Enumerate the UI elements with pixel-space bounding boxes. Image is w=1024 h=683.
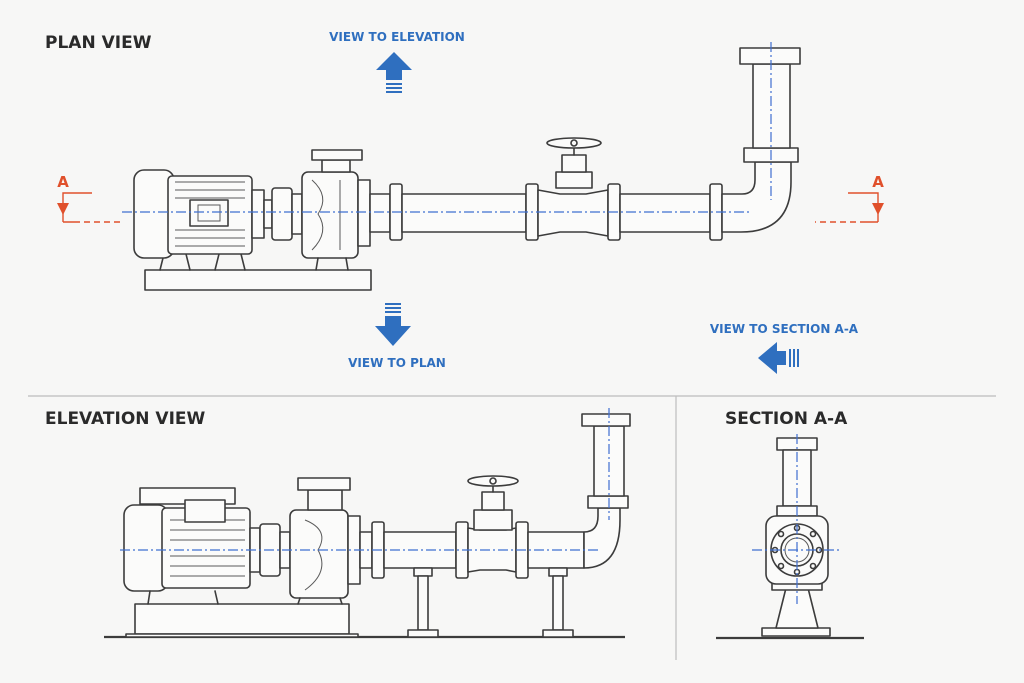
plan-pump: [301, 149, 371, 271]
view-to-elevation-label: VIEW TO ELEVATION: [329, 30, 465, 44]
view-to-section-nav[interactable]: VIEW TO SECTION A-A: [710, 322, 859, 374]
elevation-motor: [123, 487, 261, 605]
view-to-plan-label: VIEW TO PLAN: [348, 356, 446, 370]
elevation-baseplate: [134, 603, 350, 635]
elevation-view-title: ELEVATION VIEW: [45, 409, 206, 429]
section-a-a-view: [716, 434, 864, 640]
cut-letter-right: A: [872, 173, 884, 191]
elevation-elbow: [583, 507, 621, 569]
elevation-pump: [289, 477, 361, 605]
plan-elbow: [721, 161, 792, 233]
view-to-section-label: VIEW TO SECTION A-A: [710, 322, 859, 336]
plan-motor: [133, 169, 265, 259]
arrow-left-icon: [758, 342, 786, 374]
arrow-down-icon: [375, 316, 411, 346]
plan-gate-valve: [525, 137, 621, 241]
view-to-plan-nav[interactable]: VIEW TO PLAN: [348, 303, 446, 370]
section-view-title: SECTION A-A: [725, 409, 848, 429]
plan-baseplate: [144, 269, 372, 291]
plan-coupling: [263, 187, 303, 241]
view-to-elevation-nav[interactable]: VIEW TO ELEVATION: [329, 30, 465, 93]
plan-view-title: PLAN VIEW: [45, 33, 152, 53]
pipe-support-2: [542, 567, 574, 638]
elevation-view: [104, 408, 631, 639]
cut-letter-left: A: [57, 173, 69, 191]
section-cut-left: A: [57, 173, 122, 223]
arrow-up-icon: [376, 52, 412, 80]
pipe-support-1: [407, 567, 439, 638]
plan-view: [122, 42, 801, 291]
section-cut-right: A: [815, 173, 884, 223]
elevation-gate-valve: [455, 475, 529, 579]
